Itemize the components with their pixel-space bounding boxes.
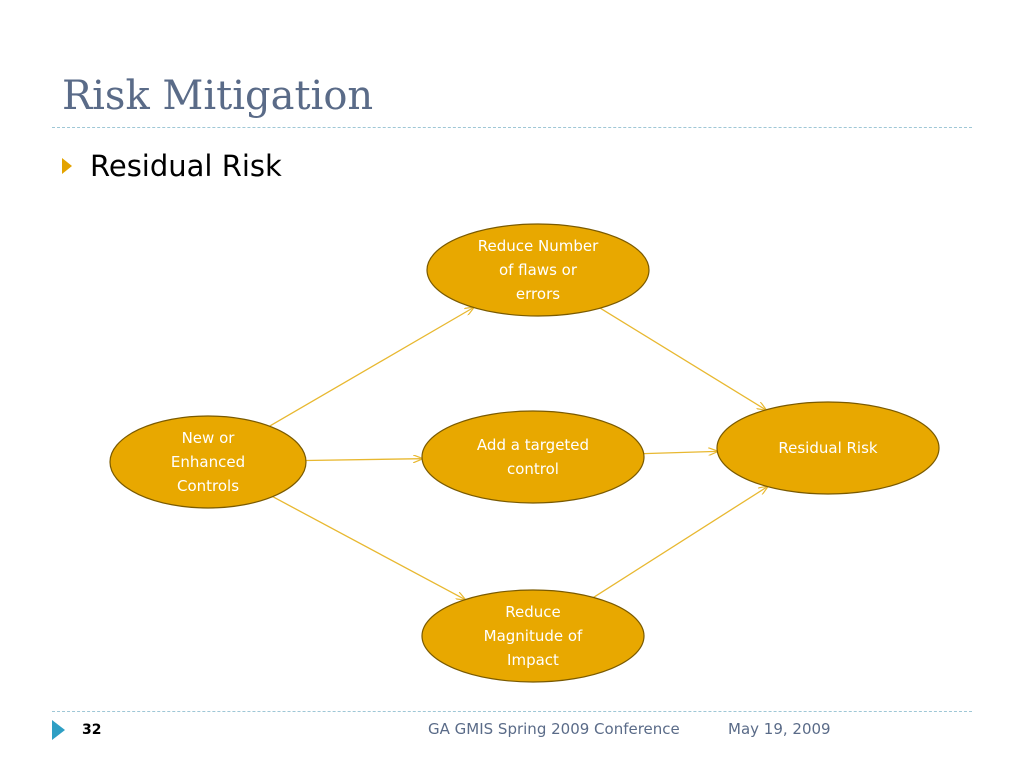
footer-arrow-icon <box>52 720 65 740</box>
bullet-text: Residual Risk <box>90 149 282 183</box>
node-reduce-impact <box>421 589 645 683</box>
nodes-layer <box>109 223 940 683</box>
node-new-controls <box>109 415 307 509</box>
title-divider <box>52 127 972 128</box>
edge-reduce-impact-to-residual-risk <box>593 487 768 598</box>
footer-conference: GA GMIS Spring 2009 Conference <box>428 720 680 738</box>
footer-divider <box>52 711 972 712</box>
footer-date: May 19, 2009 <box>728 720 831 738</box>
edge-reduce-flaws-to-residual-risk <box>599 307 766 410</box>
edge-targeted-control-to-residual-risk <box>643 451 718 453</box>
node-reduce-flaws <box>426 223 650 317</box>
slide-title: Risk Mitigation <box>62 73 374 119</box>
bullet-item: Residual Risk <box>62 146 282 186</box>
edge-new-controls-to-targeted-control <box>305 459 422 461</box>
node-residual-risk <box>716 401 940 495</box>
bullet-arrow-icon <box>62 158 72 174</box>
node-targeted-control <box>421 410 645 504</box>
edges-layer <box>269 307 768 600</box>
edge-new-controls-to-reduce-flaws <box>269 308 474 427</box>
page-number: 32 <box>82 722 102 738</box>
edge-new-controls-to-reduce-impact <box>272 496 466 600</box>
